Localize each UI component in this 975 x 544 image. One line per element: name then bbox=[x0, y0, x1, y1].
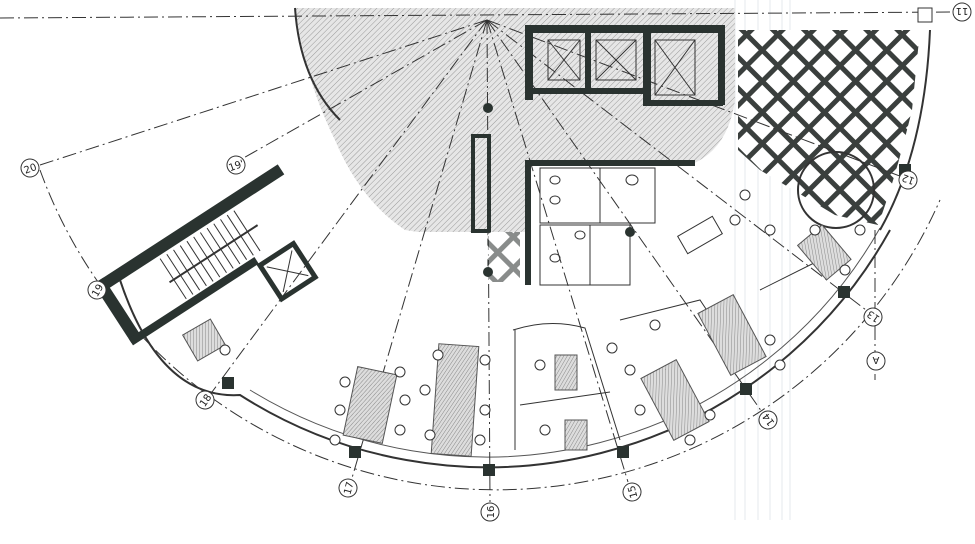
desk bbox=[564, 419, 588, 451]
grid-bubble-12: 12 bbox=[898, 170, 918, 190]
desk bbox=[430, 343, 480, 457]
grid-label: 19' bbox=[227, 159, 245, 175]
grid-bubble-17: 17 bbox=[338, 478, 358, 498]
grid-bubble-18: 18 bbox=[195, 390, 215, 410]
elevator-core bbox=[471, 25, 725, 233]
grid-bubble-13: 13 bbox=[863, 307, 883, 327]
grid-bubble-15: 15 bbox=[622, 482, 642, 502]
chairs bbox=[219, 189, 866, 446]
grid-label: 12 bbox=[901, 171, 917, 186]
columns bbox=[222, 164, 911, 476]
grid-label: 16 bbox=[486, 506, 497, 519]
crosshatch-area bbox=[738, 30, 920, 225]
desk bbox=[181, 318, 227, 362]
grid-bubble-16: 16 bbox=[480, 502, 500, 522]
desk bbox=[796, 224, 852, 281]
stairs-icon bbox=[159, 210, 261, 300]
grid-bubble-11: 11 bbox=[952, 2, 972, 22]
grid-bubble-A: A bbox=[866, 351, 886, 371]
grid-label: 17 bbox=[342, 481, 356, 496]
grid-label: 20 bbox=[23, 162, 39, 177]
grid-label: 11 bbox=[956, 5, 969, 16]
elevator-icon bbox=[547, 39, 696, 96]
desk bbox=[697, 294, 767, 376]
grid-label: A bbox=[872, 354, 879, 365]
desk bbox=[640, 359, 710, 441]
restrooms bbox=[483, 160, 695, 286]
desk bbox=[554, 354, 578, 391]
grid-bubble-14: 14 bbox=[758, 410, 778, 430]
stair-core bbox=[93, 164, 319, 346]
column-marker bbox=[917, 7, 933, 23]
facade-arc-right bbox=[879, 29, 931, 231]
core-hatched-area bbox=[295, 8, 735, 232]
grid-bubble-20: 20 bbox=[20, 158, 40, 178]
grid-bubble-19-prime: 19' bbox=[226, 155, 246, 175]
desk bbox=[342, 366, 398, 444]
outer-wall bbox=[119, 229, 891, 469]
desks bbox=[181, 224, 852, 457]
grid-bubble-19: 19 bbox=[87, 280, 107, 300]
grid-label: 15 bbox=[626, 484, 640, 499]
facade-arc-top bbox=[294, 7, 341, 121]
